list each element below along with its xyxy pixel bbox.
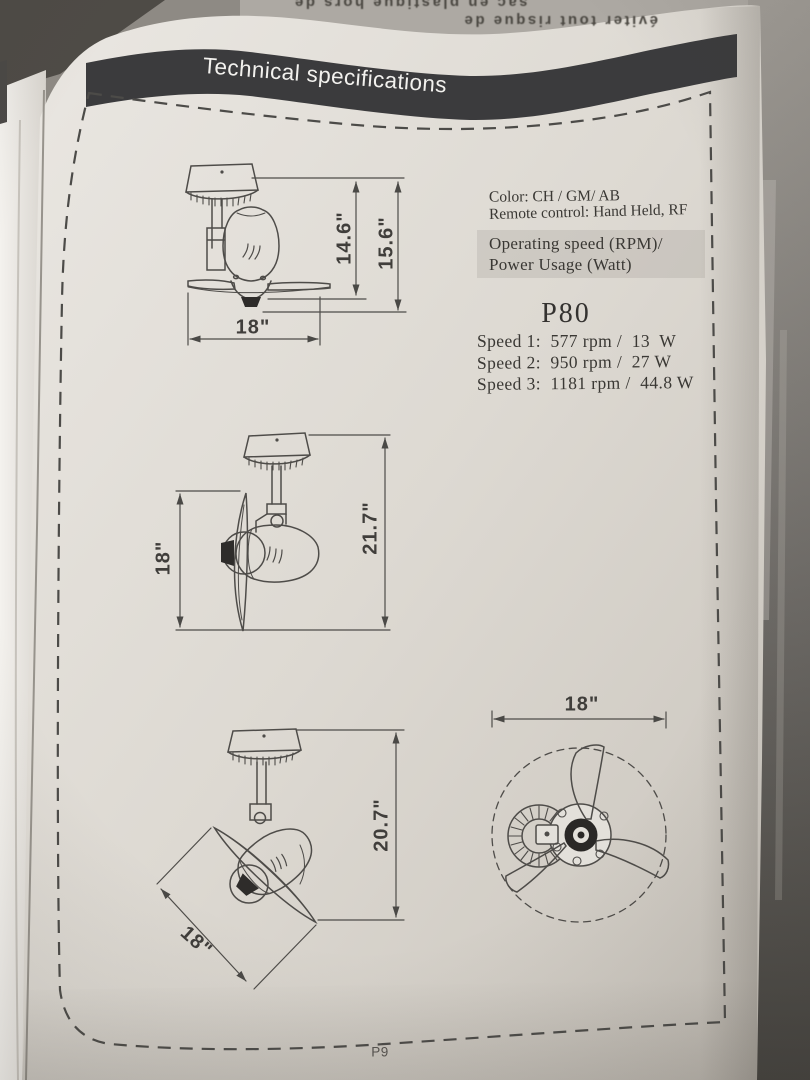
photographed-manual-page: sac en plastique hors de éviter tout ris… <box>0 0 810 1080</box>
photo-vignette <box>0 0 810 1080</box>
page-artwork <box>0 0 810 1080</box>
